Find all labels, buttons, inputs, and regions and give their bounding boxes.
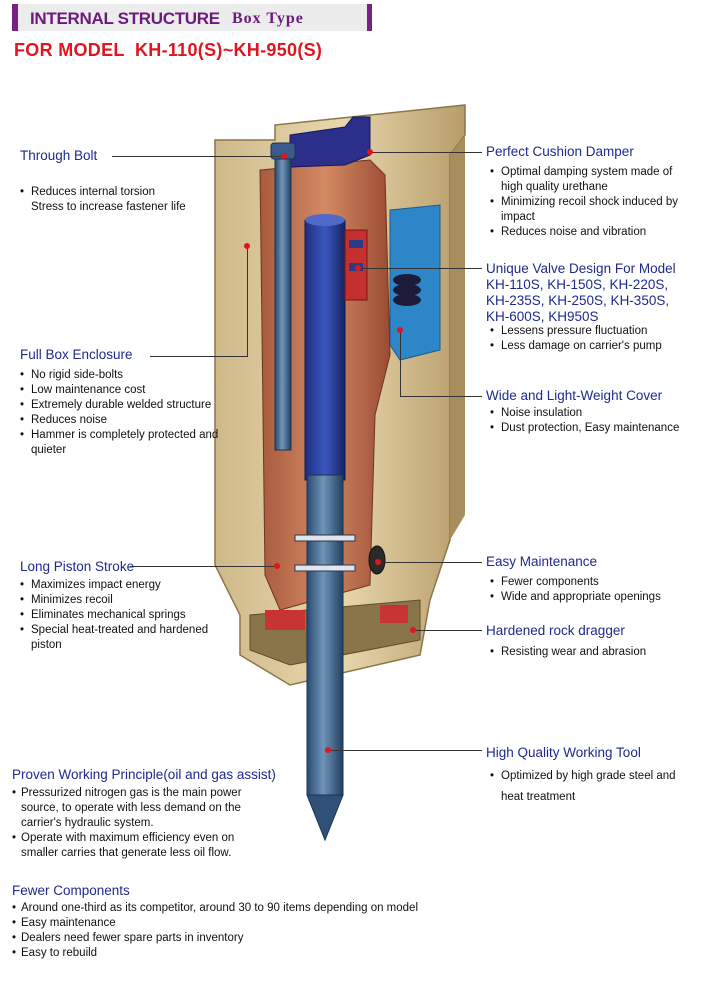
list-item: Operate with maximum efficiency even on … [12,831,248,861]
list-item: Pressurized nitrogen gas is the main pow… [12,786,248,831]
list-item: Resisting wear and abrasion [490,645,690,660]
leader-cover-vertical [400,330,401,396]
list-item: Minimizing recoil shock induced by impac… [490,195,680,225]
marker-cover [397,327,403,333]
through-bolt [274,149,292,451]
valve-title-line: KH-600S, KH950S [486,309,599,324]
proven-principle-title: Proven Working Principle(oil and gas ass… [12,767,276,782]
list-item: Special heat-treated and hardened piston [20,623,220,653]
valve-design-list: Lessens pressure fluctuation Less damage… [490,324,690,354]
working-tool-list: Optimized by high grade steel and heat t… [490,766,680,808]
breaker-cutaway-illustration [214,104,466,842]
list-item: Easy maintenance [12,916,432,931]
top-cap [289,116,371,168]
marker-valve [355,265,361,271]
leader-piston [130,566,275,567]
fewer-components-list: Around one-third as its competitor, arou… [12,901,432,961]
easy-maintenance-list: Fewer components Wide and appropriate op… [490,575,690,605]
list-item: Fewer components [490,575,690,590]
valve-title-line: KH-235S, KH-250S, KH-350S, [486,293,670,308]
piston [304,219,346,481]
cushion-damper-coil [393,274,421,306]
working-tool-title: High Quality Working Tool [486,745,641,760]
list-item: Optimal damping system made of high qual… [490,165,680,195]
through-bolt-list: Reduces internal torsion Stress to incre… [20,170,220,230]
proven-principle-list: Pressurized nitrogen gas is the main pow… [12,786,248,861]
fewer-components-title: Fewer Components [12,883,130,898]
cover-list: Noise insulation Dust protection, Easy m… [490,406,690,436]
long-piston-title: Long Piston Stroke [20,559,135,574]
marker-full-box [244,243,250,249]
leader-cover [400,396,482,397]
marker-easy [375,559,381,565]
cover-title: Wide and Light-Weight Cover [486,388,663,403]
list-item: Lessens pressure fluctuation [490,324,690,339]
list-item: Reduces noise and vibration [490,225,680,240]
list-item: Dust protection, Easy maintenance [490,421,690,436]
working-tool [306,474,344,796]
marker-piston [274,563,280,569]
valve-design-title: Unique Valve Design For Model KH-110S, K… [486,261,696,325]
list-item: Less damage on carrier's pump [490,339,690,354]
cushion-damper-title: Perfect Cushion Damper [486,144,634,159]
list-item: Eliminates mechanical springs [20,608,220,623]
model-heading: FOR MODEL KH-110(S)~KH-950(S) [14,40,323,60]
leader-cushion [370,152,482,153]
header-banner: INTERNAL STRUCTURE Box Type [12,4,372,31]
marker-dragger [410,627,416,633]
through-bolt-title: Through Bolt [20,148,98,163]
list-item: Noise insulation [490,406,690,421]
leader-valve [358,268,482,269]
full-box-list: No rigid side-bolts Low maintenance cost… [20,368,230,458]
valve-title-line: Unique Valve Design For Model [486,261,676,276]
marker-cushion [367,149,373,155]
list-item: Maximizes impact energy [20,578,220,593]
list-item: Wide and appropriate openings [490,590,690,605]
leader-dragger [413,630,482,631]
leader-full-box [150,356,248,357]
valve-title-line: KH-110S, KH-150S, KH-220S, [486,277,669,292]
list-item: Extremely durable welded structure [20,398,230,413]
list-item: No rigid side-bolts [20,368,230,383]
list-item: Optimized by high grade steel and heat t… [490,766,680,808]
list-item: Dealers need fewer spare parts in invent… [12,931,432,946]
easy-maintenance-title: Easy Maintenance [486,554,598,569]
leader-easy [378,562,482,563]
housing-side [450,135,465,540]
cushion-damper-list: Optimal damping system made of high qual… [490,165,680,240]
marker-tool [325,747,331,753]
leader-full-box-vertical [247,245,248,357]
rock-dragger-title: Hardened rock dragger [486,623,625,638]
rock-dragger-list: Resisting wear and abrasion [490,645,690,660]
marker-through-bolt [281,153,287,159]
long-piston-list: Maximizes impact energy Minimizes recoil… [20,578,220,653]
list-item: Hammer is completely protected and quiet… [20,428,230,458]
list-item: Easy to rebuild [12,946,432,961]
list-item: Reduces noise [20,413,230,428]
leader-through-bolt [112,156,282,157]
banner-background [12,4,372,31]
banner-accent [12,4,18,31]
banner-subtitle: Box Type [232,10,304,27]
banner-title: INTERNAL STRUCTURE [30,9,220,28]
list-item: Minimizes recoil [20,593,220,608]
list-item: Reduces internal torsion Stress to incre… [20,185,220,215]
list-item: Low maintenance cost [20,383,230,398]
full-box-title: Full Box Enclosure [20,347,133,362]
leader-tool [328,750,482,751]
list-item: Around one-third as its competitor, arou… [12,901,432,916]
